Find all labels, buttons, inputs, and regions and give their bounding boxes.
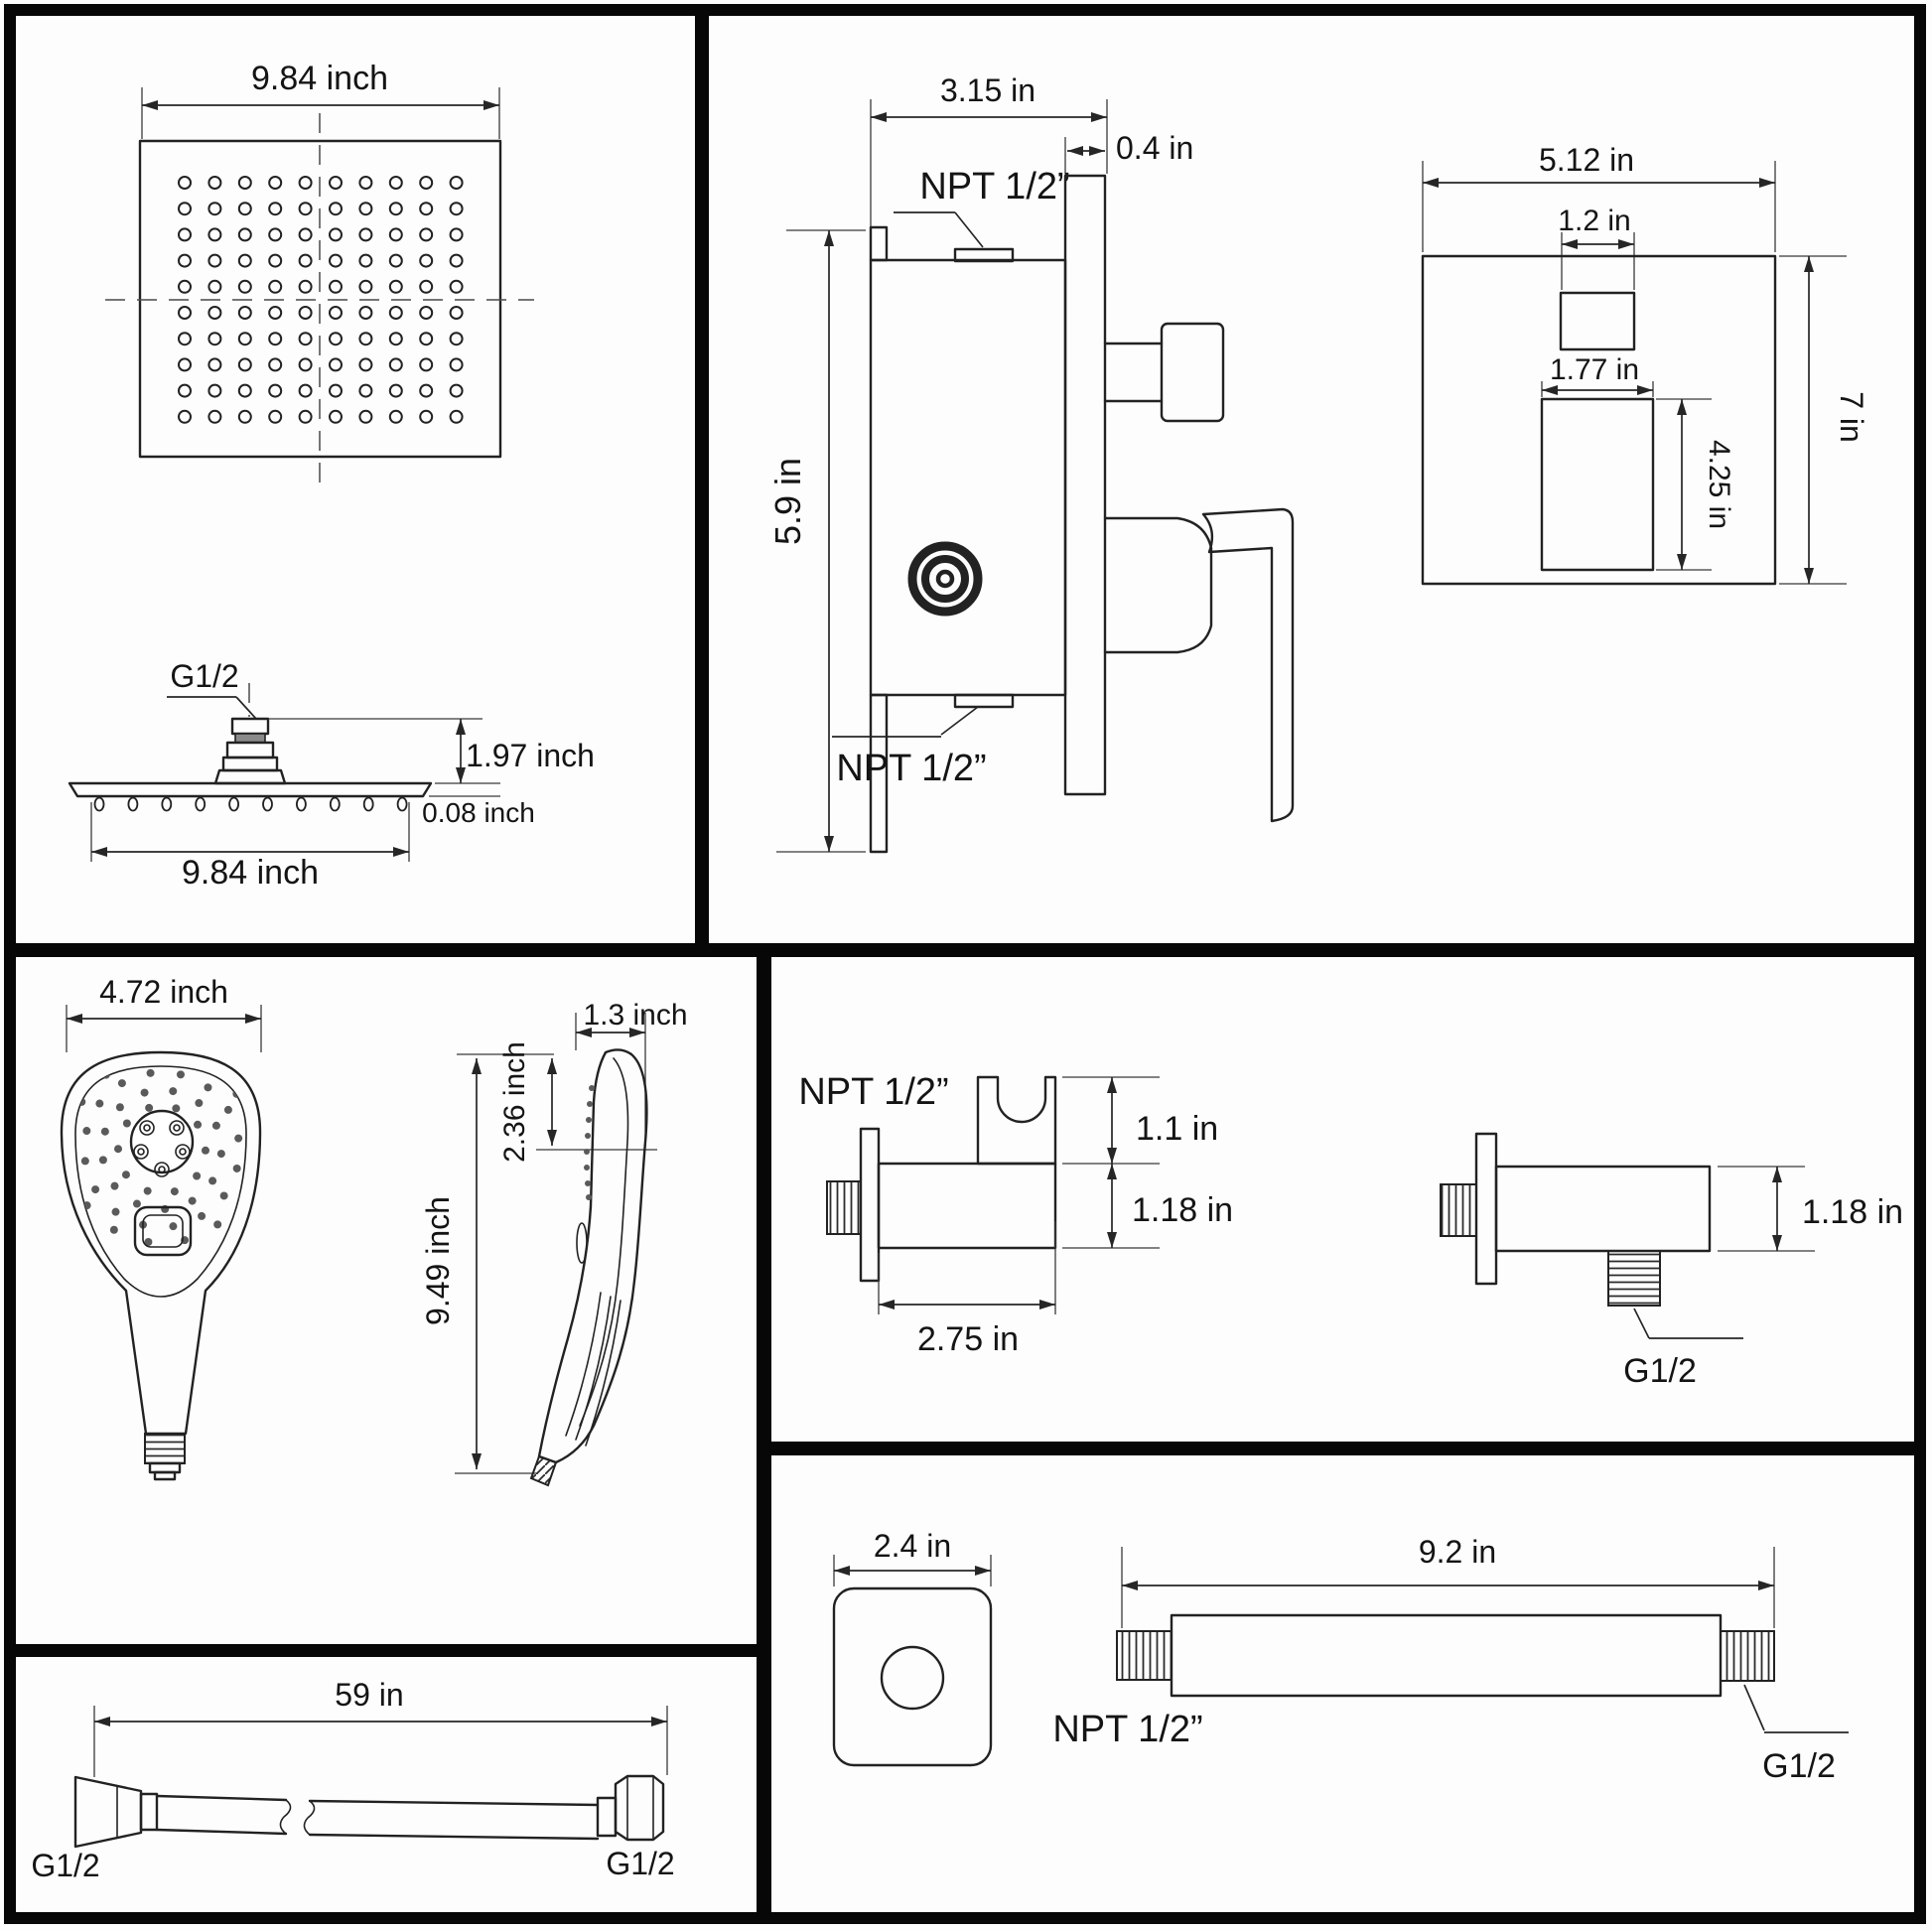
hose-body-left [155, 1794, 288, 1836]
valve-body [869, 258, 1067, 697]
rain-head-plate-side [68, 781, 433, 798]
dim-label-trim-height: 7 in [1834, 391, 1869, 443]
handheld-profile-thread [529, 1454, 558, 1487]
port-label-valve-top: NPT 1/2” [919, 166, 1069, 207]
arm-inlet-thread [1116, 1630, 1173, 1681]
panel-rain-head-top-view: 9.84 inch [105, 60, 534, 490]
dim-label-rain-height: 1.97 inch [466, 738, 595, 773]
dim-label-rain-top-width: 9.84 inch [251, 60, 388, 97]
diverter-button-icon [907, 541, 983, 617]
dim-label-trim-button-cutout: 1.2 in [1558, 205, 1630, 237]
panel-shower-hose: 59 in G1/2 G1/2 [31, 1677, 674, 1883]
trim-plate-outline [1421, 254, 1777, 586]
dim-label-handheld-head-depth: 2.36 inch [498, 1041, 531, 1163]
divider-vertical-top [695, 4, 709, 953]
dim-label-handheld-width: 4.72 inch [99, 974, 228, 1010]
panel-trim-plate: 5.12 in 1.2 in 1.77 in 4.25 in 7 in [1421, 142, 1869, 586]
bracket-cradle [976, 1075, 1057, 1166]
dim-label-rain-side-width: 9.84 inch [182, 854, 319, 892]
elbow-body [1494, 1165, 1712, 1253]
border-bottom [4, 1912, 1926, 1924]
panel-handheld-side-view: 1.3 inch 2.36 inch 9.49 inch [420, 999, 688, 1487]
rain-connector [230, 717, 270, 736]
hose-left-fitting [73, 1775, 143, 1849]
elbow-outlet-thread [1607, 1250, 1661, 1307]
rain-head-nozzle-grid [178, 176, 464, 424]
border-top [4, 4, 1924, 16]
bracket-thread [826, 1180, 862, 1235]
bracket-wall-plate [859, 1127, 881, 1283]
bracket-body [877, 1162, 1057, 1250]
handheld-jet-cluster [133, 1120, 191, 1177]
trim-button-cutout [1559, 291, 1636, 351]
dim-label-bracket-cradle: 1.1 in [1136, 1110, 1218, 1148]
handheld-grip-lines [565, 1292, 621, 1447]
valve-handle-hub [1103, 516, 1213, 654]
dim-label-trim-handle-width: 1.77 in [1550, 353, 1639, 386]
thread-label-elbow-outlet: G1/2 [1623, 1352, 1697, 1390]
arm-body [1170, 1613, 1723, 1698]
trim-handle-cutout [1540, 397, 1655, 572]
handheld-profile-outline [537, 1048, 648, 1464]
dim-label-hose-length: 59 in [335, 1677, 403, 1713]
dim-label-valve-width: 3.15 in [940, 72, 1035, 108]
dim-label-rain-thickness: 0.08 inch [422, 797, 535, 828]
dim-label-handheld-depth: 1.3 inch [583, 999, 687, 1032]
dim-label-arm-length: 9.2 in [1419, 1534, 1496, 1570]
hose-break-symbol [279, 1799, 316, 1836]
rain-head-outline [138, 139, 502, 459]
port-label-arm-inlet: NPT 1/2” [1052, 1709, 1202, 1750]
port-label-valve-bottom: NPT 1/2” [836, 748, 986, 789]
dim-label-valve-height: 5.9 in [767, 458, 808, 545]
valve-knob [1160, 322, 1225, 423]
handheld-profile-button [576, 1222, 588, 1264]
rain-head-nozzles-side [93, 796, 408, 812]
panel-shower-arm: 2.4 in 9.2 in NPT 1/2” G1/2 [832, 1528, 1849, 1785]
valve-mounting-plate [1063, 174, 1107, 796]
thread-label-rain: G1/2 [170, 658, 238, 694]
divider-horizontal-right [757, 1442, 1926, 1455]
divider-vertical-bottom [757, 943, 771, 1924]
handheld-profile-seam [579, 1057, 629, 1427]
panel-handheld-front-view: 4.72 inch [60, 974, 262, 1481]
panel-holder-bracket: NPT 1/2” 1.1 in 1.18 in 2.75 in [798, 1071, 1233, 1358]
handheld-spray-face [74, 1065, 247, 1298]
border-left [4, 4, 16, 1922]
divider-horizontal-left [4, 1644, 771, 1657]
panel-supply-elbow: 1.18 in G1/2 [1440, 1132, 1903, 1390]
arm-flange [832, 1586, 993, 1767]
dim-label-elbow-height: 1.18 in [1802, 1193, 1903, 1231]
panel-rain-head-side-view: G1/2 1.97 inch 0.08 inch 9.84 inch [68, 658, 595, 892]
dim-label-handheld-length: 9.49 inch [420, 1196, 456, 1325]
divider-horizontal-middle [4, 943, 1926, 957]
handheld-thread [144, 1433, 186, 1464]
dim-label-plate-thickness: 0.4 in [1116, 130, 1193, 166]
thread-label-hose-right: G1/2 [606, 1846, 674, 1881]
dim-label-bracket-length: 2.75 in [917, 1320, 1019, 1358]
handheld-mode-button [133, 1205, 193, 1257]
arm-flange-hole [880, 1645, 945, 1711]
hose-body-right [308, 1799, 600, 1841]
hose-right-nut [614, 1774, 665, 1842]
dim-label-trim-handle-height: 4.25 in [1703, 440, 1735, 529]
dim-label-bracket-body: 1.18 in [1132, 1191, 1233, 1229]
valve-bottom-port [953, 693, 1015, 709]
elbow-wall-plate [1474, 1132, 1498, 1286]
panel-dividers [4, 4, 1926, 1924]
arm-outlet-thread [1720, 1630, 1775, 1682]
dim-label-arm-flange: 2.4 in [874, 1528, 951, 1564]
thread-label-arm-outlet: G1/2 [1762, 1747, 1836, 1785]
elbow-inlet-thread [1440, 1183, 1477, 1237]
dim-label-trim-width: 5.12 in [1539, 142, 1634, 178]
thread-label-hose-left: G1/2 [31, 1848, 99, 1883]
valve-lever [1201, 507, 1295, 823]
handheld-profile-spray-bumps [584, 1085, 595, 1200]
border-right [1914, 4, 1926, 1922]
panel-mixer-valve: 3.15 in 0.4 in NPT 1/2” 5.9 in NPT 1/2” [767, 72, 1295, 854]
port-label-bracket-inlet: NPT 1/2” [798, 1071, 948, 1113]
